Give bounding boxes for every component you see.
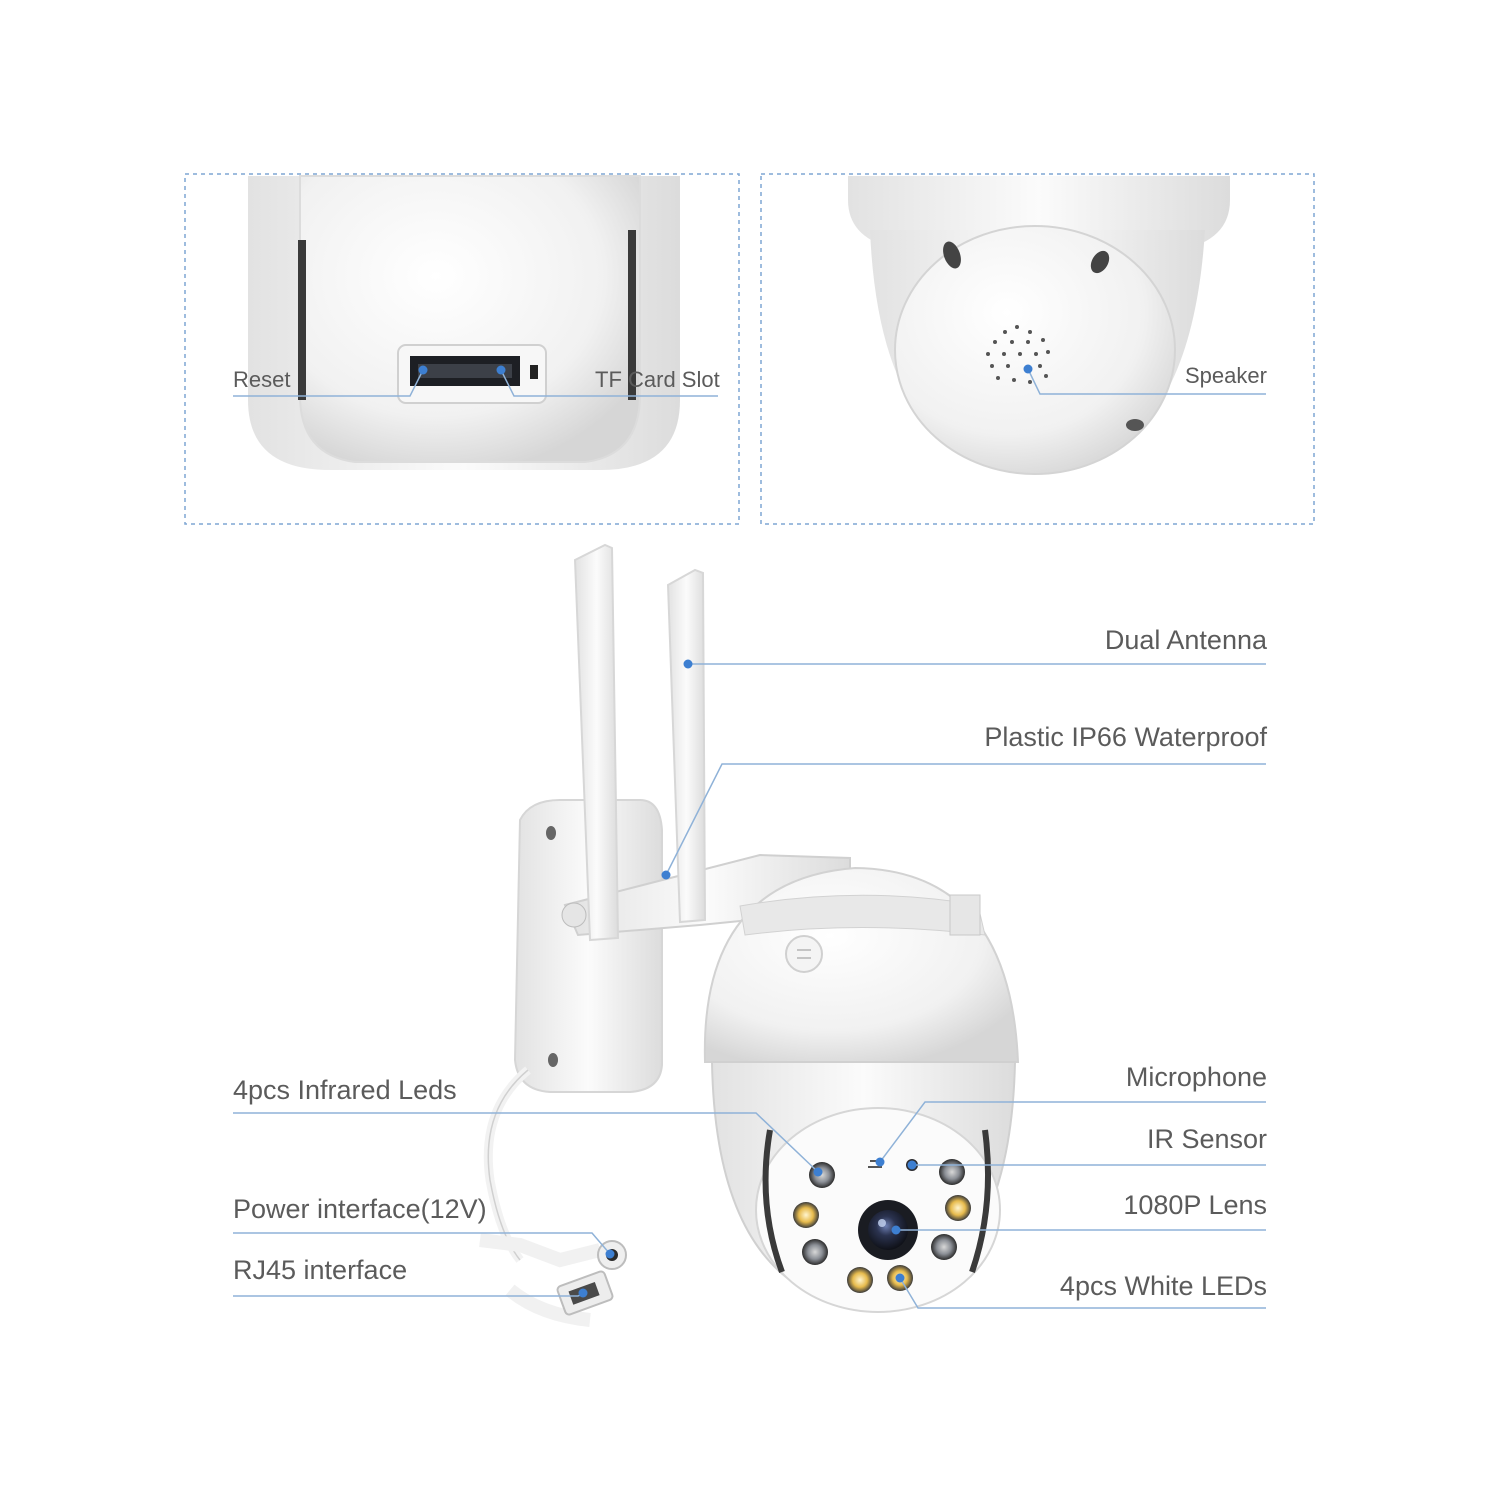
cable [483, 1066, 531, 1263]
dot-white-leds [895, 1273, 905, 1283]
screw-hole [1090, 250, 1110, 274]
panel-bottom-view [184, 173, 740, 525]
dot-reset [418, 365, 428, 375]
antenna-left [573, 543, 620, 942]
dome-seam [739, 894, 986, 936]
wall-mount-plate [513, 799, 663, 1093]
leader-infrared-leds [233, 1112, 819, 1173]
leader-microphone [879, 1101, 1266, 1163]
leader-reset [233, 369, 424, 397]
faceplate-trim-left [762, 1129, 785, 1274]
dot-speaker [1023, 364, 1033, 374]
label-reset: Reset [233, 367, 291, 392]
dot-rj45 [578, 1288, 588, 1298]
ir-led [809, 1162, 835, 1188]
mount-screw [546, 826, 556, 840]
lens [868, 1210, 908, 1250]
label-white-leds: 4pcs White LEDs [1059, 1271, 1267, 1301]
leader-speaker [1027, 368, 1266, 395]
dot-microphone [875, 1157, 885, 1167]
white-led [847, 1267, 873, 1293]
panel-frame [760, 173, 1315, 525]
arm-joint [561, 902, 587, 928]
leader-white-leds [899, 1277, 1266, 1309]
dot-waterproof [661, 870, 671, 880]
bracket-edge-left [298, 240, 306, 400]
camera-dome-back [894, 225, 1176, 475]
ir-led [931, 1234, 957, 1260]
bracket-edge-right [628, 230, 636, 400]
label-waterproof: Plastic IP66 Waterproof [984, 722, 1267, 752]
leader-waterproof [665, 763, 1266, 876]
screw-hole [943, 241, 961, 269]
dot-tf-card [496, 365, 506, 375]
reset-hole [530, 365, 538, 379]
panel-back-view [760, 173, 1315, 525]
ir-led [939, 1159, 965, 1185]
label-rj45-interface: RJ45 interface [233, 1255, 408, 1285]
leader-tf-card [500, 369, 718, 397]
label-infrared-leds: 4pcs Infrared Leds [233, 1075, 457, 1105]
ir-led [802, 1239, 828, 1265]
dome-button [785, 935, 823, 973]
camera-dome-bottom [299, 175, 641, 463]
label-speaker: Speaker [1185, 363, 1267, 388]
white-led [945, 1195, 971, 1221]
label-power-interface: Power interface(12V) [233, 1194, 487, 1224]
leader-rj45 [233, 1292, 586, 1297]
label-dual-antenna: Dual Antenna [1104, 625, 1267, 655]
faceplate-trim-right [969, 1129, 992, 1273]
label-lens: 1080P Lens [1123, 1190, 1267, 1220]
panel-frame [184, 173, 740, 525]
dome-clip [949, 894, 981, 936]
speaker-holes [986, 325, 1050, 384]
power-connector-cable [479, 1233, 602, 1268]
tf-card-slot-inner [418, 364, 512, 378]
label-tf-card-slot: TF Card Slot [595, 367, 720, 392]
dot-power [605, 1249, 615, 1259]
dot-lens [891, 1225, 901, 1235]
mount-screw [548, 1053, 558, 1067]
main-camera [233, 543, 1266, 1327]
dot-infrared-leds [813, 1167, 823, 1177]
screw-hole [1126, 419, 1144, 431]
label-microphone: Microphone [1125, 1062, 1267, 1092]
dot-ir-sensor [907, 1160, 917, 1170]
antenna-right [666, 568, 707, 924]
leader-power [233, 1232, 611, 1255]
dot-dual-antenna [683, 659, 693, 669]
rj45-cable [505, 1284, 591, 1327]
label-ir-sensor: IR Sensor [1146, 1124, 1267, 1154]
white-led [793, 1202, 819, 1228]
